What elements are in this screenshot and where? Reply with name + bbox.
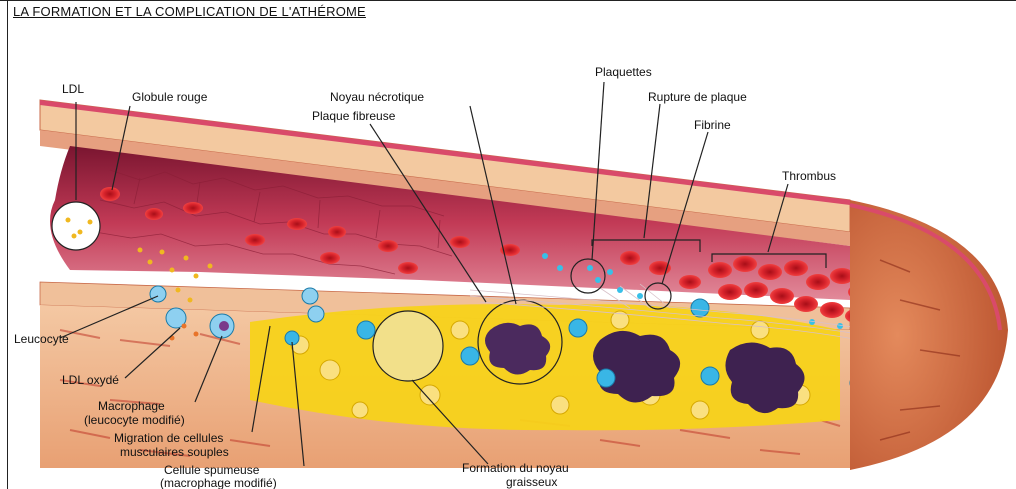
fatty-core-circle xyxy=(373,311,443,381)
label-fibrine: Fibrine xyxy=(694,118,731,132)
artery-end-cap xyxy=(850,200,1008,470)
fatty-plaque xyxy=(250,300,840,430)
label-formation-noyau: Formation du noyau xyxy=(462,461,569,475)
label-noyau-necrotique: Noyau nécrotique xyxy=(330,90,424,104)
label-macrophage-sub: (leucocyte modifié) xyxy=(84,413,185,427)
label-macrophage: Macrophage xyxy=(98,399,165,413)
label-migration-sub: musculaires souples xyxy=(120,445,229,459)
label-thrombus: Thrombus xyxy=(782,169,836,183)
label-leucocyte: Leucocyte xyxy=(14,332,69,346)
label-formation-noyau-sub: graisseux xyxy=(506,475,557,489)
label-cellule-spumeuse-sub: (macrophage modifié) xyxy=(160,476,277,489)
label-plaquettes: Plaquettes xyxy=(595,65,652,79)
label-ldl: LDL xyxy=(62,82,84,96)
label-ldl-oxyde: LDL oxydé xyxy=(62,373,119,387)
label-plaque-fibreuse: Plaque fibreuse xyxy=(312,109,396,123)
label-cellule-spumeuse: Cellule spumeuse xyxy=(164,463,260,477)
label-rupture-plaque: Rupture de plaque xyxy=(648,90,747,104)
label-globule-rouge: Globule rouge xyxy=(132,90,208,104)
label-migration: Migration de cellules xyxy=(114,431,223,445)
ldl-circle xyxy=(52,202,100,250)
